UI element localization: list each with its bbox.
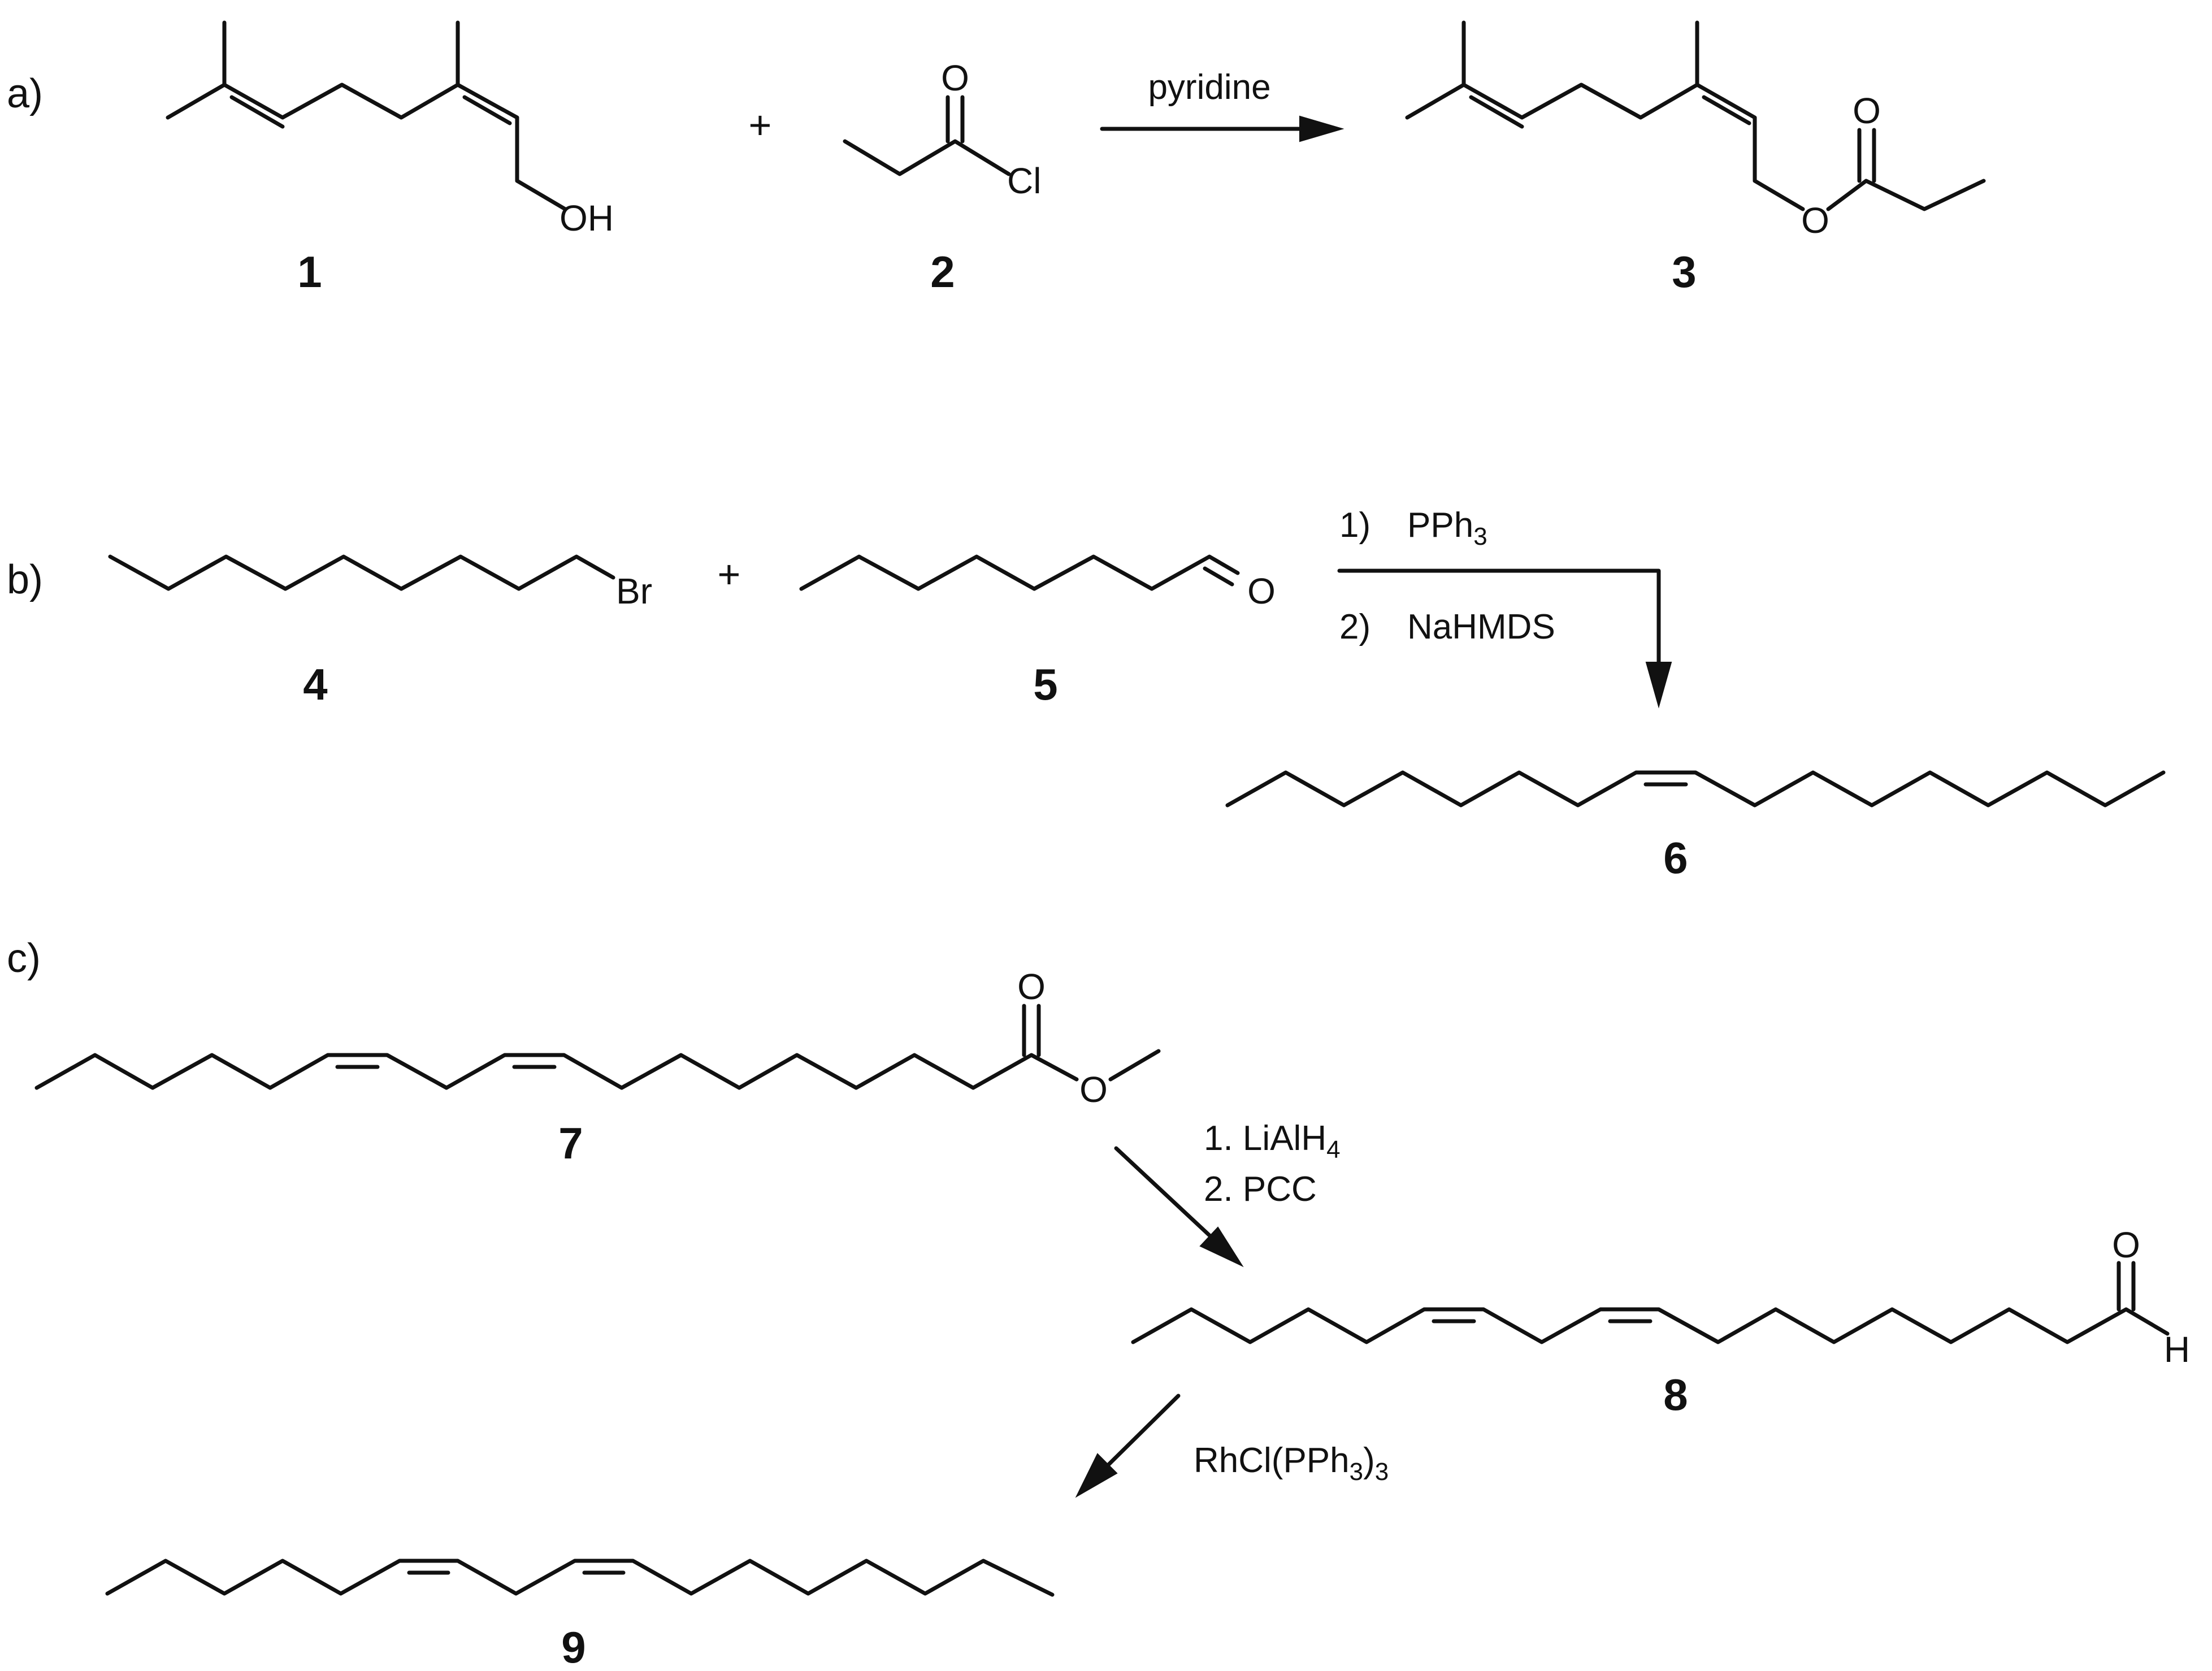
compound-8-structure xyxy=(1131,1261,2170,1344)
reagent-lialh4: 1. LiAlH4 xyxy=(1204,1119,1341,1164)
plus-sign-b: + xyxy=(718,552,741,596)
compound-4-structure xyxy=(108,554,615,591)
part-a-label: a) xyxy=(7,71,43,116)
bromine-label: Br xyxy=(616,571,652,611)
compound-3-label: 3 xyxy=(1672,247,1696,297)
reagent-pyridine: pyridine xyxy=(1148,68,1270,107)
reagent-wilkinson-catalyst: RhCl(PPh3)3 xyxy=(1194,1441,1389,1486)
part-b-label: b) xyxy=(7,557,43,602)
compound-8-label: 8 xyxy=(1663,1370,1688,1420)
compound-1-label: 1 xyxy=(297,247,322,297)
step-b2-number: 2) xyxy=(1339,607,1370,646)
compound-2-label: 2 xyxy=(930,247,955,297)
compound-7-structure xyxy=(34,1004,1161,1090)
step-b1-number: 1) xyxy=(1339,506,1370,545)
plus-sign-a: + xyxy=(749,103,772,147)
aldehyde-oxygen-8: O xyxy=(2112,1225,2140,1265)
compound-1-structure xyxy=(166,20,567,211)
reagent-triphenylphosphine: PPh3 xyxy=(1407,506,1487,550)
compound-6-structure xyxy=(1225,770,2166,808)
compound-7-label: 7 xyxy=(558,1118,583,1168)
compound-5-structure xyxy=(799,554,1240,591)
compound-6-label: 6 xyxy=(1663,833,1688,883)
compound-5-label: 5 xyxy=(1033,659,1057,709)
carbonyl-oxygen-2: O xyxy=(941,58,969,98)
carbonyl-oxygen-7: O xyxy=(1017,966,1046,1007)
reaction-arrow-a xyxy=(1100,115,1344,142)
aldehyde-hydrogen-8: H xyxy=(2164,1329,2190,1370)
ester-oxygen-3: O xyxy=(1801,200,1829,241)
compound-2-structure xyxy=(843,95,1011,176)
compound-9-label: 9 xyxy=(561,1622,585,1671)
compound-4-label: 4 xyxy=(303,659,327,709)
reaction-arrow-b xyxy=(1337,568,1672,709)
reagent-nahmds: NaHMDS xyxy=(1407,607,1555,646)
hydroxyl-label: OH xyxy=(559,198,614,238)
reaction-arrow-c2 xyxy=(1075,1394,1181,1498)
part-c-label: c) xyxy=(7,936,41,981)
aldehyde-oxygen-5: O xyxy=(1247,571,1276,611)
carbonyl-oxygen-3: O xyxy=(1853,90,1881,131)
ester-oxygen-7: O xyxy=(1079,1069,1108,1110)
reaction-arrow-c1 xyxy=(1114,1146,1244,1268)
chlorine-label: Cl xyxy=(1007,160,1041,201)
compound-9-structure xyxy=(105,1559,1055,1597)
reagent-pcc: 2. PCC xyxy=(1204,1170,1317,1209)
compound-3-structure xyxy=(1405,20,1986,211)
